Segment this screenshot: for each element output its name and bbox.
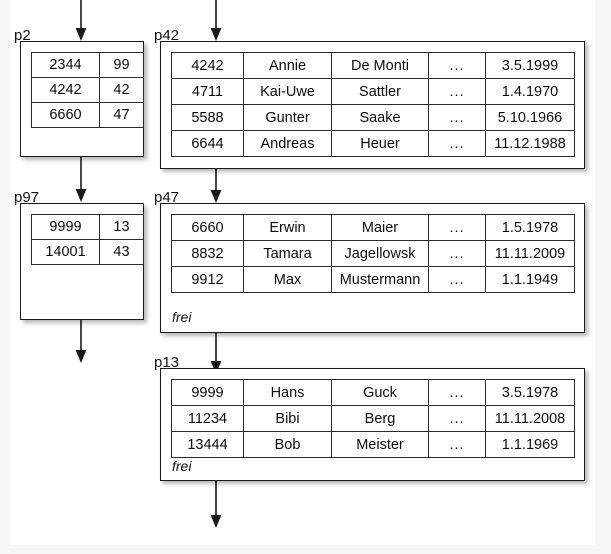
cell-lastname: Guck	[331, 379, 429, 406]
table-row: 14001 43	[31, 239, 144, 265]
cell-lastname: Jagellowsk	[331, 240, 429, 267]
cell-id: 9999	[171, 379, 244, 406]
cell-ellipsis: ...	[428, 104, 486, 131]
page-table-p42: 4242 Annie De Monti ... 3.5.1999 4711 Ka…	[171, 52, 575, 157]
free-space-label-p47: frei	[172, 309, 192, 325]
cell-firstname: Kai-Uwe	[243, 78, 332, 105]
table-row: 6644 Andreas Heuer ... 11.12.1988	[171, 130, 575, 157]
cell-lastname: Heuer	[331, 130, 429, 157]
cell-id: 4711	[171, 78, 244, 105]
page-label-p42: p42	[154, 27, 180, 44]
cell-id: 13444	[171, 431, 244, 458]
page-table-p47: 6660 Erwin Maier ... 1.5.1978 8832 Tamar…	[171, 214, 575, 293]
cell-key: 2344	[31, 52, 100, 78]
cell-id: 4242	[171, 52, 244, 79]
cell-date: 11.12.1988	[485, 130, 575, 157]
cell-page: 13	[99, 214, 144, 240]
table-row: 11234 Bibi Berg ... 11.11.2008	[171, 405, 575, 432]
cell-date: 1.5.1978	[485, 214, 575, 241]
table-row: 6660 47	[31, 102, 144, 128]
cell-firstname: Bob	[243, 431, 332, 458]
arrow-p13-out	[207, 481, 225, 529]
cell-ellipsis: ...	[428, 78, 486, 105]
cell-date: 1.1.1969	[485, 431, 575, 458]
cell-date: 3.5.1999	[485, 52, 575, 79]
table-row: 9999 13	[31, 214, 144, 240]
page-table-p13: 9999 Hans Guck ... 3.5.1978 11234 Bibi B…	[171, 379, 575, 458]
cell-ellipsis: ...	[428, 379, 486, 406]
arrow-into-p2	[72, 0, 90, 42]
cell-id: 6644	[171, 130, 244, 157]
cell-ellipsis: ...	[428, 431, 486, 458]
cell-ellipsis: ...	[428, 130, 486, 157]
table-row: 9999 Hans Guck ... 3.5.1978	[171, 379, 575, 406]
cell-id: 9912	[171, 266, 244, 293]
table-row: 2344 99	[31, 52, 144, 78]
cell-lastname: Berg	[331, 405, 429, 432]
cell-date: 11.11.2008	[485, 405, 575, 432]
cell-date: 11.11.2009	[485, 240, 575, 267]
cell-key: 14001	[31, 239, 100, 265]
cell-key: 4242	[31, 77, 100, 103]
cell-id: 11234	[171, 405, 244, 432]
cell-date: 5.10.1966	[485, 104, 575, 131]
table-row: 8832 Tamara Jagellowsk ... 11.11.2009	[171, 240, 575, 267]
cell-page: 47	[99, 102, 144, 128]
table-row: 6660 Erwin Maier ... 1.5.1978	[171, 214, 575, 241]
table-row: 9912 Max Mustermann ... 1.1.1949	[171, 266, 575, 293]
cell-firstname: Erwin	[243, 214, 332, 241]
cell-lastname: Maier	[331, 214, 429, 241]
cell-firstname: Annie	[243, 52, 332, 79]
page-label-p13: p13	[154, 354, 180, 371]
cell-id: 5588	[171, 104, 244, 131]
cell-date: 1.4.1970	[485, 78, 575, 105]
cell-ellipsis: ...	[428, 214, 486, 241]
arrow-into-p42	[207, 0, 225, 42]
cell-firstname: Hans	[243, 379, 332, 406]
page-label-p47: p47	[154, 189, 180, 206]
cell-key: 9999	[31, 214, 100, 240]
cell-date: 1.1.1949	[485, 266, 575, 293]
table-row: 4711 Kai-Uwe Sattler ... 1.4.1970	[171, 78, 575, 105]
page-label-p97: p97	[14, 189, 40, 206]
cell-firstname: Gunter	[243, 104, 332, 131]
table-row: 4242 42	[31, 77, 144, 103]
cell-lastname: Saake	[331, 104, 429, 131]
cell-key: 6660	[31, 102, 100, 128]
page-label-p2: p2	[14, 27, 31, 44]
cell-ellipsis: ...	[428, 240, 486, 267]
cell-firstname: Andreas	[243, 130, 332, 157]
table-row: 4242 Annie De Monti ... 3.5.1999	[171, 52, 575, 79]
cell-lastname: Sattler	[331, 78, 429, 105]
table-row: 5588 Gunter Saake ... 5.10.1966	[171, 104, 575, 131]
arrow-p97-out	[72, 320, 90, 364]
cell-id: 6660	[171, 214, 244, 241]
cell-firstname: Bibi	[243, 405, 332, 432]
cell-id: 8832	[171, 240, 244, 267]
cell-ellipsis: ...	[428, 405, 486, 432]
cell-date: 3.5.1978	[485, 379, 575, 406]
cell-page: 42	[99, 77, 144, 103]
table-row: 13444 Bob Meister ... 1.1.1969	[171, 431, 575, 458]
cell-lastname: Meister	[331, 431, 429, 458]
cell-page: 43	[99, 239, 144, 265]
cell-firstname: Max	[243, 266, 332, 293]
cell-page: 99	[99, 52, 144, 78]
arrow-p42-to-p47	[207, 166, 225, 204]
cell-lastname: De Monti	[331, 52, 429, 79]
cell-ellipsis: ...	[428, 52, 486, 79]
free-space-label-p13: frei	[172, 458, 192, 474]
cell-firstname: Tamara	[243, 240, 332, 267]
cell-lastname: Mustermann	[331, 266, 429, 293]
cell-ellipsis: ...	[428, 266, 486, 293]
arrow-p2-to-p97	[72, 155, 90, 203]
page-table-p2: 2344 99 4242 42 6660 47	[31, 52, 144, 128]
page-table-p97: 9999 13 14001 43	[31, 214, 144, 265]
arrow-p47-to-p13	[207, 333, 225, 375]
